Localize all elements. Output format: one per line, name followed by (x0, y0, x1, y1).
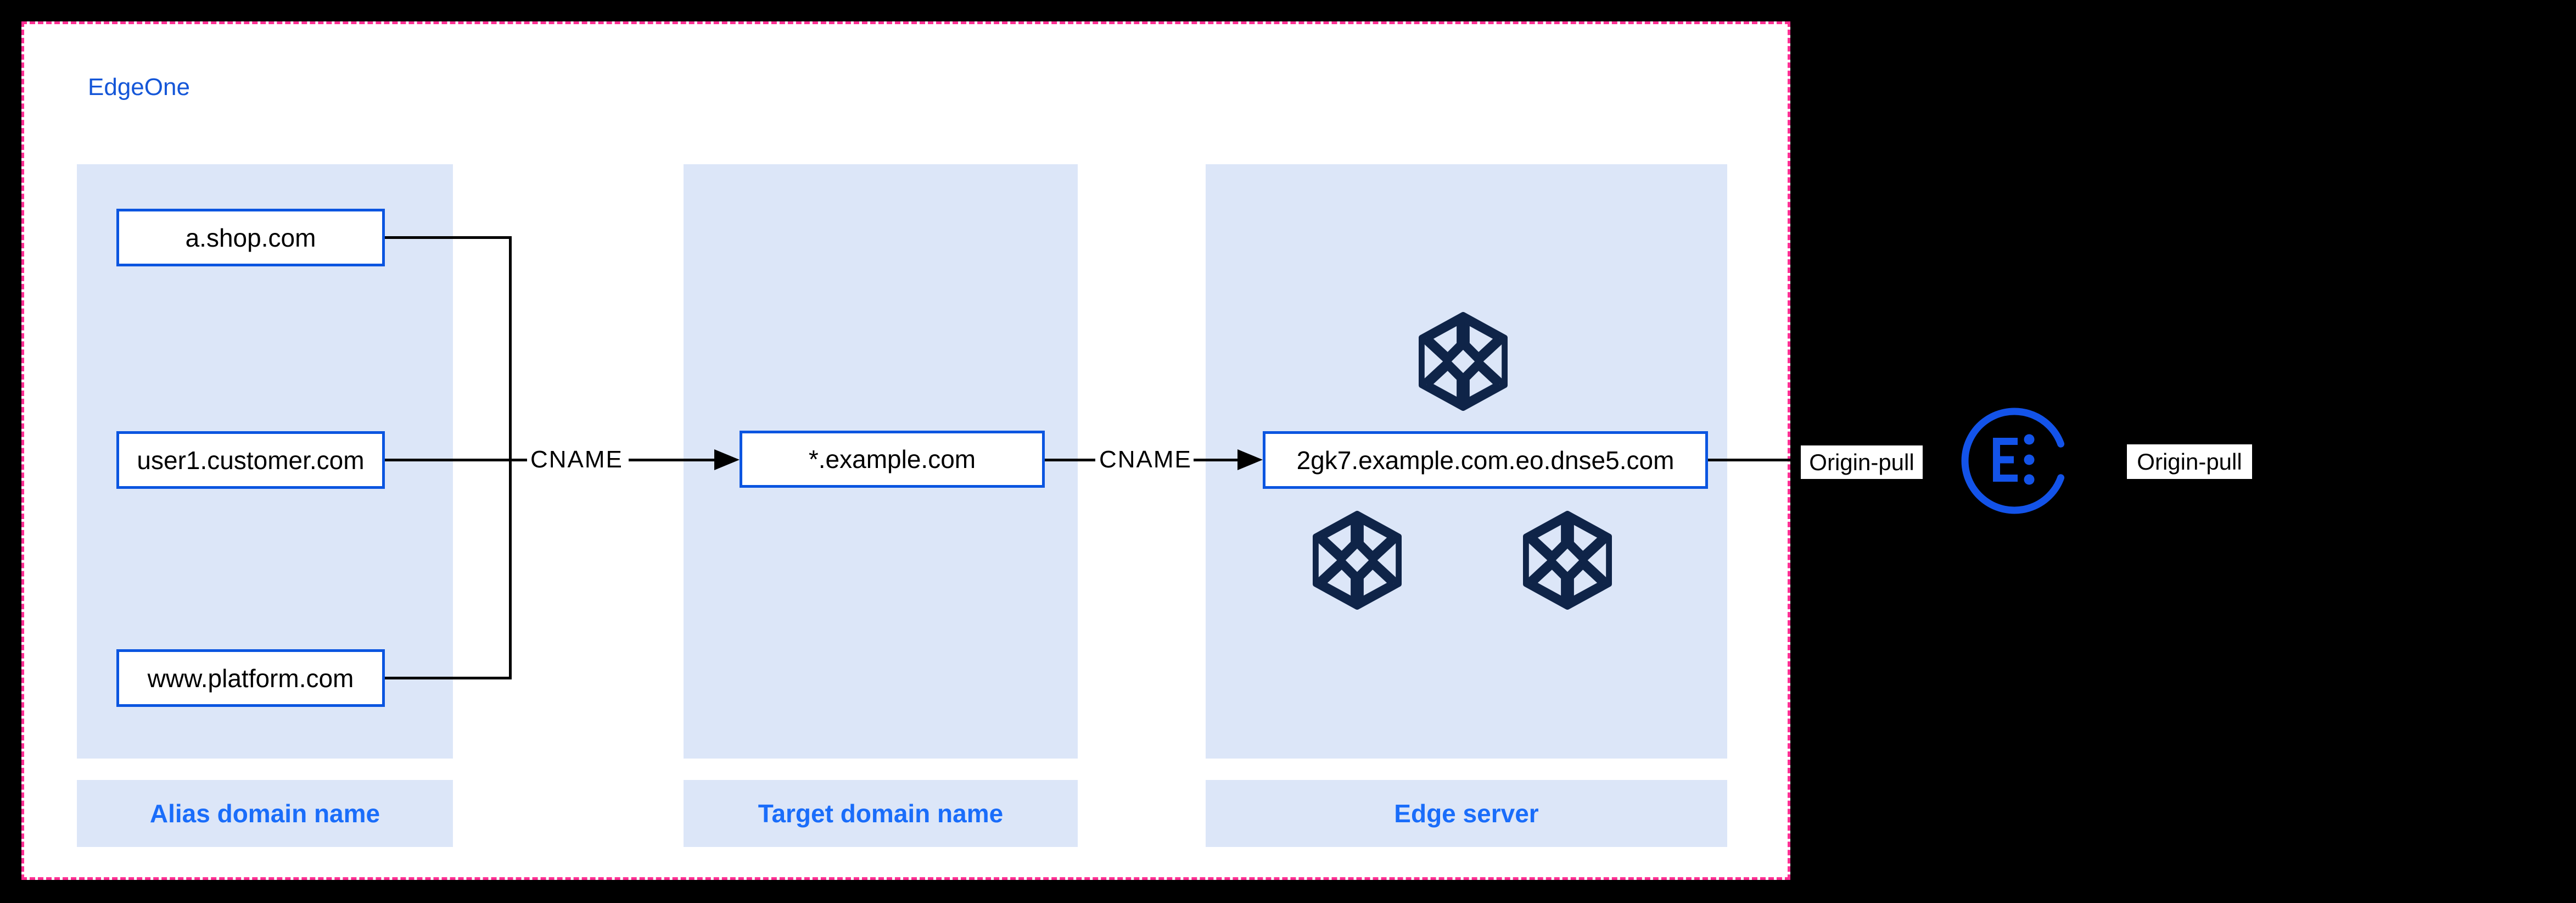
edgeone-title: EdgeOne (88, 74, 190, 101)
arrowhead-into-edge (1237, 449, 1263, 470)
alias-domain-node: a.shop.com (116, 209, 385, 266)
connector-cname-to-edge (1194, 459, 1239, 461)
alias-domain-node: user1.customer.com (116, 431, 385, 489)
cname-label-left: CNAME (528, 445, 625, 475)
connector-alias-to-cname (385, 459, 527, 461)
connector-a-shop-stub (385, 236, 512, 239)
origin-pull-label-left: Origin-pull (1801, 445, 1923, 479)
edge-server-label: Edge server (1206, 780, 1727, 847)
edge-server-domain-node: 2gk7.example.com.eo.dnse5.com (1263, 431, 1708, 489)
cname-label-right: CNAME (1097, 445, 1194, 475)
logo-gap-tick (2057, 458, 2066, 462)
connector-target-to-cname (1045, 459, 1095, 461)
target-domain-label: Target domain name (684, 780, 1078, 847)
edge-server-cube-icon (1523, 511, 1612, 610)
alias-domain-node: www.platform.com (116, 649, 385, 707)
alias-domain-label: Alias domain name (77, 780, 453, 847)
edge-server-cube-icon (1419, 312, 1508, 411)
origin-pull-label-right: Origin-pull (2127, 444, 2252, 479)
connector-cname-to-target (629, 459, 715, 461)
connector-edge-to-origin (1707, 459, 1794, 461)
connector-vertical-bus (509, 236, 512, 679)
edgeone-logo-icon (1961, 408, 2066, 514)
arrowhead-into-target (714, 449, 740, 470)
connector-www-platform-stub (385, 677, 512, 679)
target-domain-node: *.example.com (740, 431, 1045, 488)
edge-server-cube-icon (1313, 511, 1402, 610)
